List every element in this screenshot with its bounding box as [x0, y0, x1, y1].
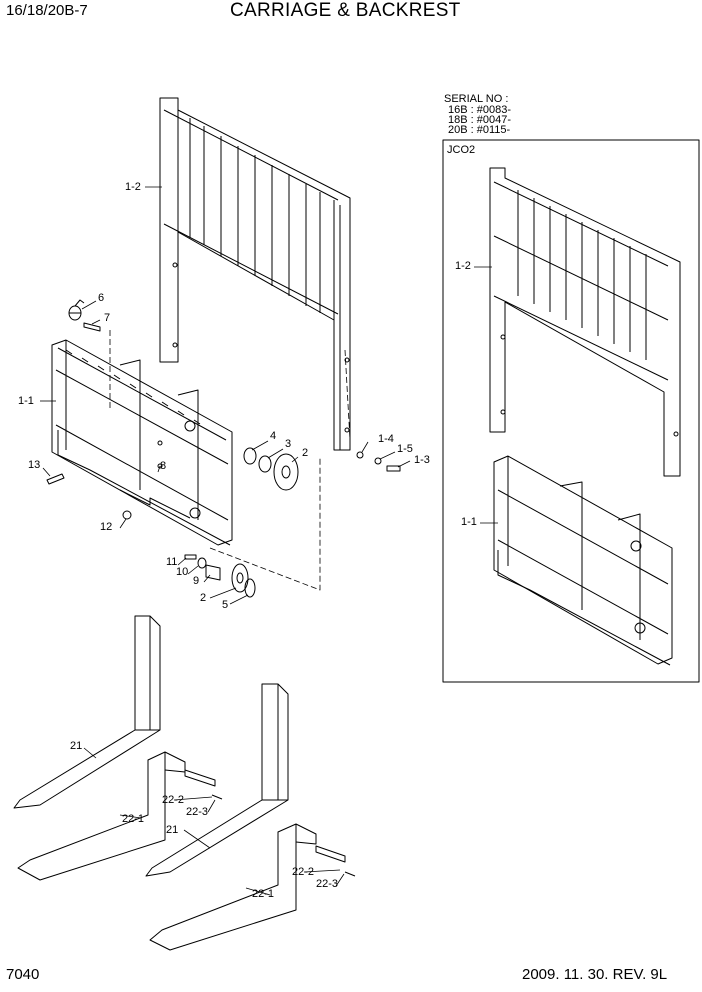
- callout-10: 10: [176, 566, 189, 578]
- inset-tag: JCO2: [447, 144, 476, 156]
- callout-1-2: 1-2: [125, 181, 141, 193]
- serial-18b: 18B : #0047-: [448, 114, 511, 126]
- backrest-main: [159, 97, 351, 451]
- inset-callout-1-1: 1-1: [461, 516, 477, 528]
- callout-21-upper: 21: [70, 740, 83, 752]
- serial-heading: SERIAL NO :: [444, 93, 509, 105]
- serial-16b: 16B : #0083-: [448, 104, 511, 116]
- model-code: 16/18/20B-7: [6, 2, 88, 19]
- callout-1-5: 1-5: [397, 443, 413, 455]
- callout-13: 13: [28, 459, 41, 471]
- callout-22-1-upper: 22-1: [122, 813, 145, 825]
- callout-22-2-upper: 22-2: [162, 794, 185, 806]
- callout-22-2-lower: 22-2: [292, 866, 315, 878]
- callout-4: 4: [270, 430, 277, 442]
- callout-1-4: 1-4: [378, 433, 394, 445]
- callout-11: 11: [166, 556, 178, 568]
- callout-5: 5: [222, 599, 229, 611]
- callout-3: 3: [285, 438, 292, 450]
- carriage-inset: [493, 455, 673, 666]
- page-title: CARRIAGE & BACKREST: [230, 0, 461, 21]
- inset-frame: [442, 139, 700, 683]
- callout-21-lower: 21: [166, 824, 179, 836]
- callout-1-3: 1-3: [414, 454, 430, 466]
- leader-lines: [40, 186, 498, 896]
- callout-1-1: 1-1: [18, 395, 34, 407]
- fork-lower: [145, 683, 356, 951]
- inset-callout-1-2: 1-2: [455, 260, 471, 272]
- callout-9: 9: [193, 575, 200, 587]
- fork-upper: [13, 615, 223, 881]
- callout-6: 6: [98, 292, 105, 304]
- hardware: [46, 299, 401, 598]
- callout-2-lower: 2: [200, 592, 207, 604]
- callout-12: 12: [100, 521, 113, 533]
- callout-7: 7: [104, 312, 111, 324]
- carriage-main: [51, 339, 233, 546]
- callout-22-1-lower: 22-1: [252, 888, 275, 900]
- revision-date: 2009. 11. 30. REV. 9L: [522, 966, 668, 983]
- callout-22-3-lower: 22-3: [316, 878, 339, 890]
- backrest-inset: [489, 167, 681, 477]
- callout-8: 8: [160, 460, 167, 472]
- callout-22-3-upper: 22-3: [186, 806, 209, 818]
- callout-2-upper: 2: [302, 447, 309, 459]
- serial-20b: 20B : #0115-: [448, 124, 511, 136]
- page-number: 7040: [6, 966, 40, 983]
